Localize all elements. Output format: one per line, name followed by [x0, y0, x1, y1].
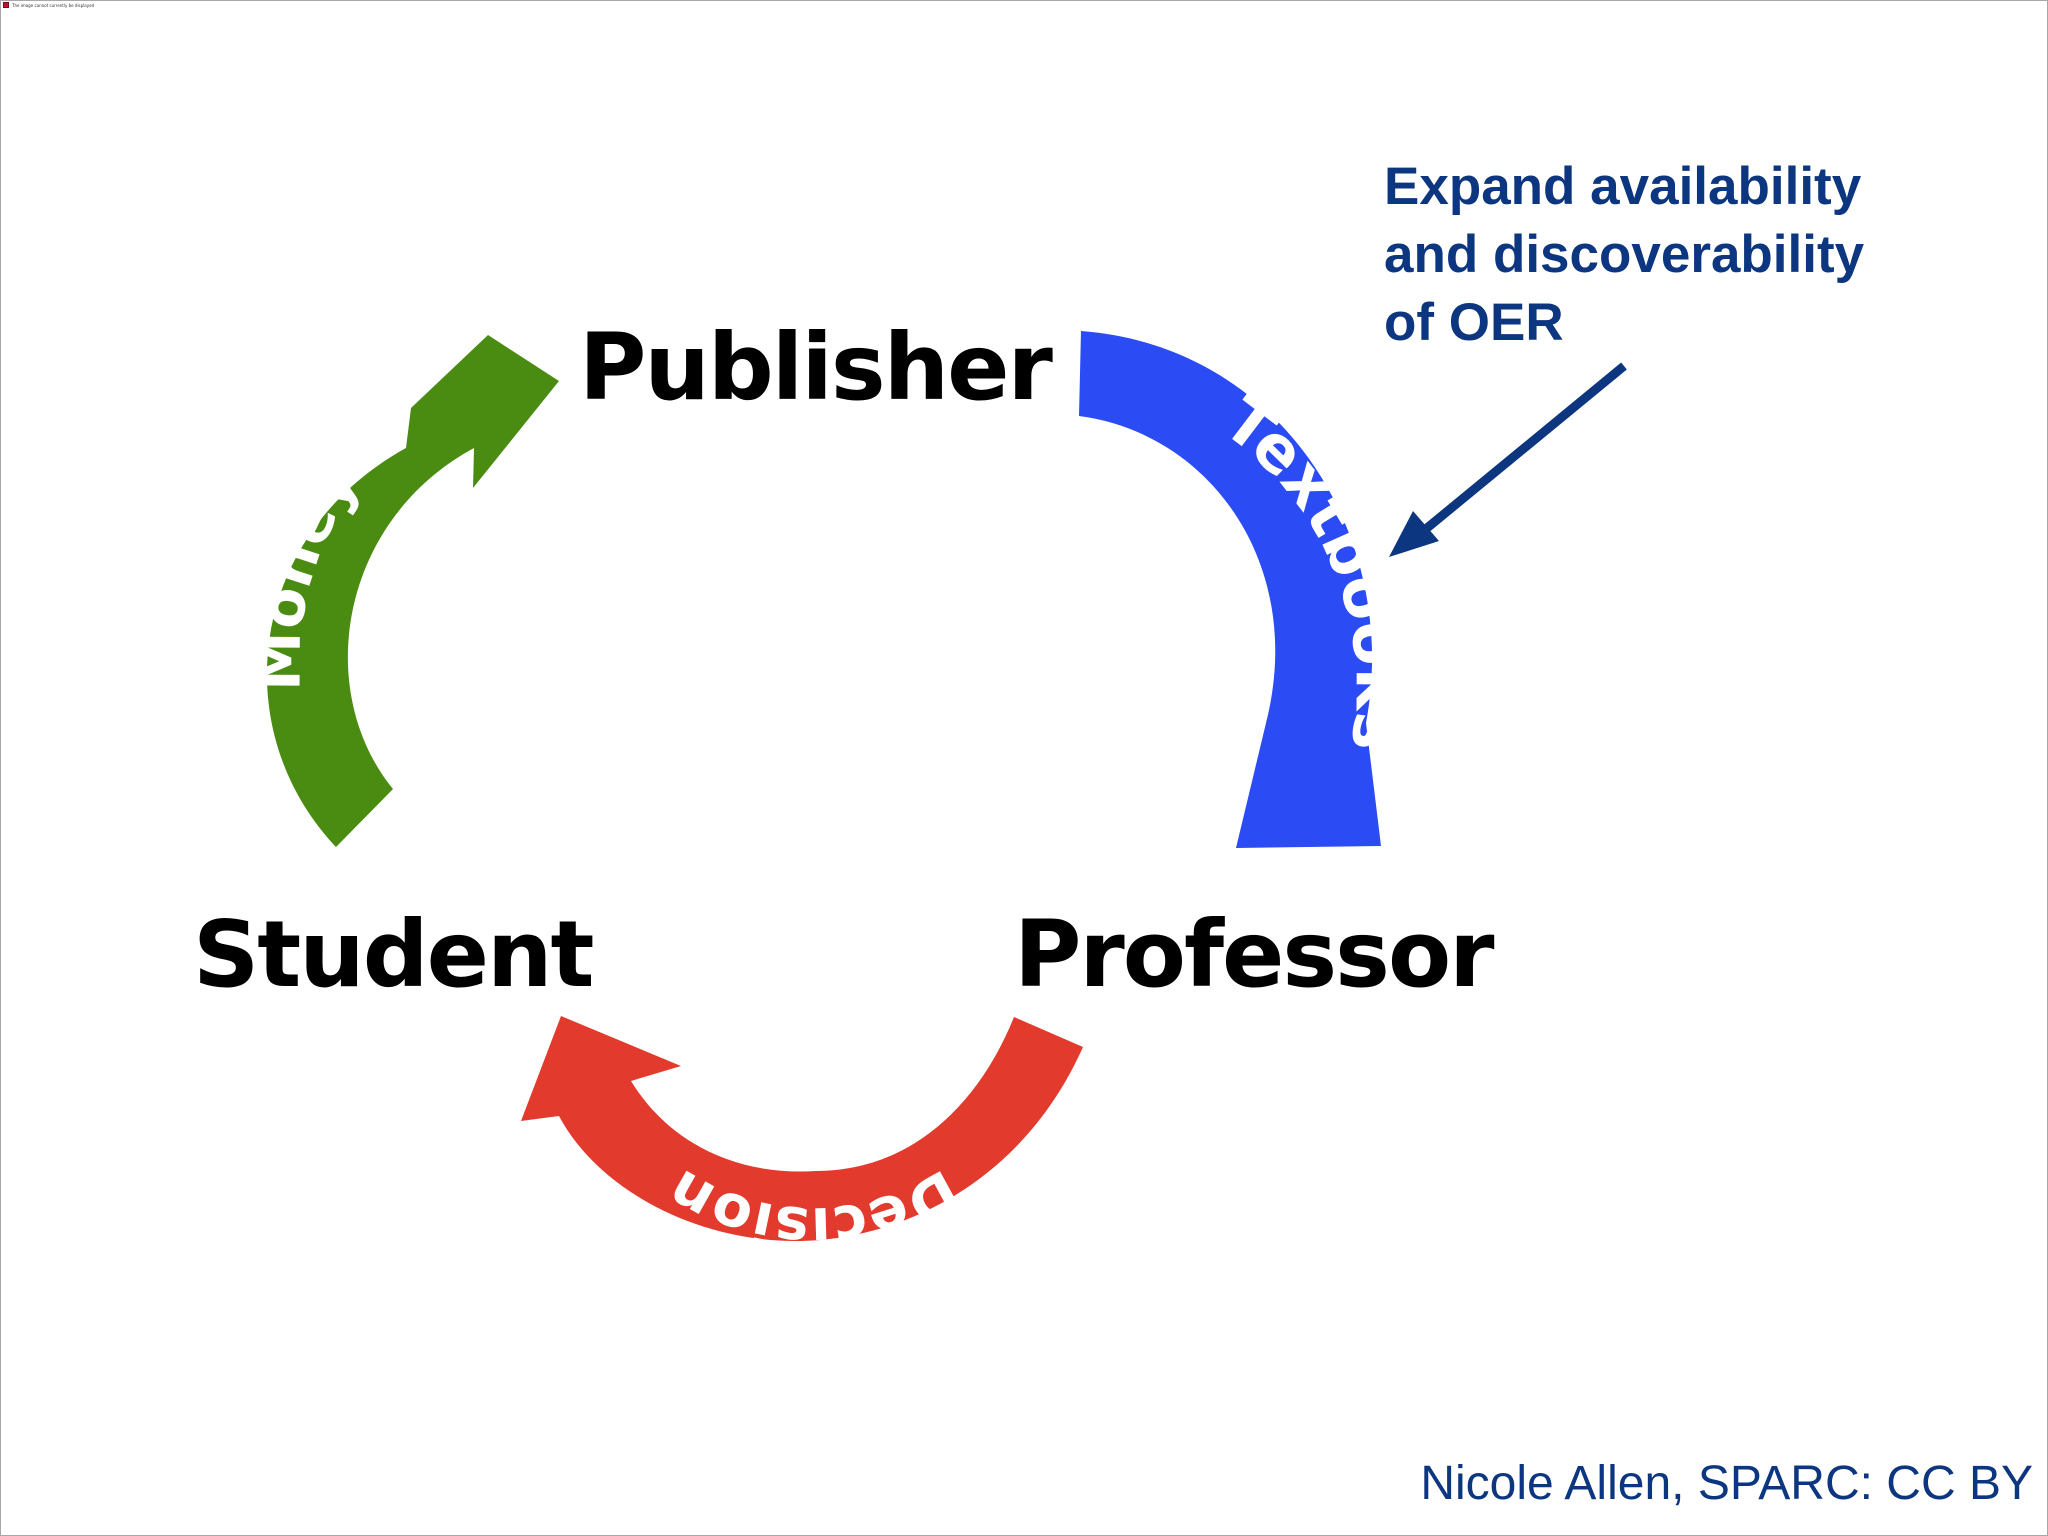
- broken-image-icon: [3, 2, 9, 8]
- student-label: Student: [193, 901, 592, 1008]
- decision-arrow: [521, 1016, 1083, 1241]
- professor-label: Professor: [1014, 901, 1495, 1008]
- callout-arrow: [1418, 362, 1627, 537]
- broken-image-text: The image cannot currently be displayed: [12, 2, 95, 8]
- oer-callout: Expand availability and discoverability …: [1384, 153, 1864, 357]
- callout-line-3: of OER: [1384, 293, 1564, 352]
- broken-image-notice: The image cannot currently be displayed: [3, 2, 94, 8]
- callout-line-1: Expand availability: [1384, 157, 1862, 216]
- callout-arrow-head: [1389, 511, 1439, 557]
- textbooks-arrow: [1079, 331, 1381, 848]
- attribution-credit: Nicole Allen, SPARC: CC BY: [1420, 1457, 2033, 1510]
- callout-line-2: and discoverability: [1384, 225, 1865, 284]
- publisher-label: Publisher: [579, 314, 1054, 421]
- money-arrow: [266, 335, 559, 847]
